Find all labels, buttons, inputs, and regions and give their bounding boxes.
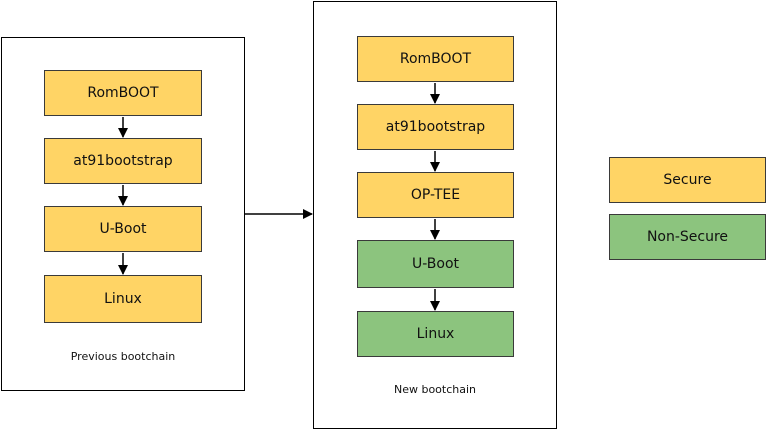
new-stage-label: at91bootstrap — [385, 119, 486, 135]
legend-secure-label: Secure — [663, 172, 712, 188]
prev-stage-at91bootstrap-box: at91bootstrap — [44, 138, 202, 184]
new-stage-uboot-box: U-Boot — [357, 240, 514, 288]
legend-secure: Secure — [609, 157, 766, 203]
prev-stage-label: at91bootstrap — [73, 153, 173, 169]
new-stage-linux-box: Linux — [357, 311, 514, 357]
new-stage-at91bootstrap-box: at91bootstrap — [357, 104, 514, 150]
new-stage-label: U-Boot — [411, 256, 460, 272]
previous-bootchain-caption: Previous bootchain — [70, 350, 176, 363]
prev-stage-rombootbox: RomBOOT — [44, 70, 202, 116]
legend-non-secure-label: Non-Secure — [646, 229, 729, 245]
new-stage-label: Linux — [416, 326, 455, 342]
new-stage-romboot-box: RomBOOT — [357, 36, 514, 82]
legend-non-secure: Non-Secure — [609, 214, 766, 260]
prev-stage-label: Linux — [104, 291, 142, 307]
prev-stage-uboot-box: U-Boot — [44, 206, 202, 252]
prev-stage-linux-box: Linux — [44, 275, 202, 323]
prev-stage-label: RomBOOT — [87, 85, 159, 101]
prev-stage-label: U-Boot — [99, 221, 147, 237]
new-stage-label: OP-TEE — [410, 187, 461, 203]
new-bootchain-caption: New bootchain — [393, 383, 477, 396]
new-stage-optee-box: OP-TEE — [357, 172, 514, 218]
new-stage-label: RomBOOT — [399, 51, 472, 67]
